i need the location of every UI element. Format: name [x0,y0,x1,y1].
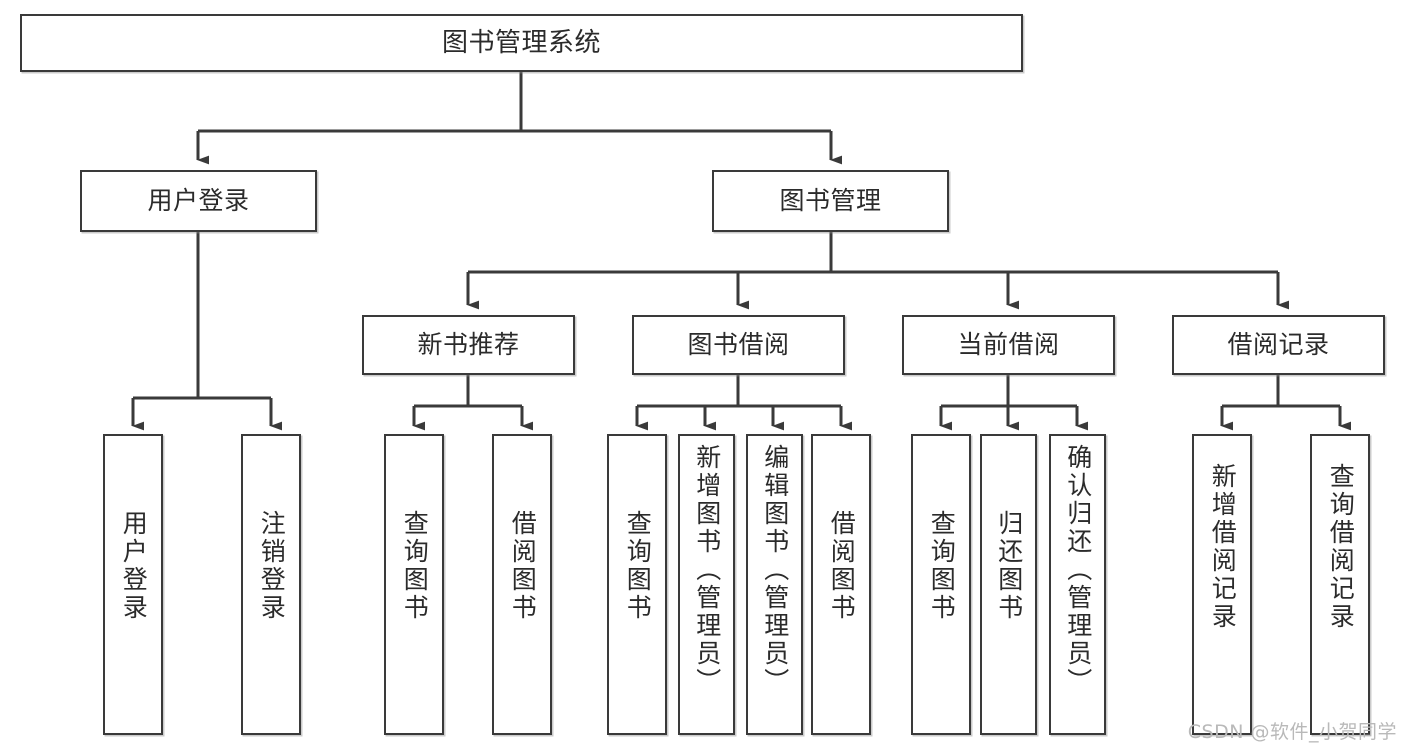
leaf-add-record[interactable]: 新增借阅记录 [1192,434,1252,735]
leaf-borrow-book-2[interactable]: 借阅图书 [811,434,871,735]
leaf-return-book[interactable]: 归还图书 [980,434,1037,735]
leaf-return-book-label: 归还图书 [994,510,1024,622]
node-book-management[interactable]: 图书管理 [712,170,949,232]
leaf-logout-label: 注销登录 [257,510,287,622]
leaf-user-login[interactable]: 用户登录 [103,434,163,735]
node-root-label: 图书管理系统 [441,27,601,58]
node-borrow-record[interactable]: 借阅记录 [1172,315,1385,375]
leaf-confirm-return[interactable]: 确认归还（管理员） [1049,434,1106,735]
leaf-query-book-1[interactable]: 查询图书 [384,434,444,735]
leaf-add-record-label: 新增借阅记录 [1208,463,1238,631]
leaf-user-login-label: 用户登录 [119,510,149,622]
node-current-borrow-label: 当前借阅 [957,330,1060,360]
leaf-add-book-label: 新增图书（管理员） [692,444,722,696]
node-root[interactable]: 图书管理系统 [20,14,1023,72]
node-book-borrow-label: 图书借阅 [687,330,790,360]
leaf-query-record-label: 查询借阅记录 [1326,463,1356,631]
watermark-text: CSDN @软件_小贺同学 [1187,721,1397,743]
leaf-query-book-1-label: 查询图书 [400,510,430,622]
node-current-borrow[interactable]: 当前借阅 [902,315,1115,375]
leaf-query-book-3-label: 查询图书 [927,510,957,622]
leaf-confirm-return-label: 确认归还（管理员） [1063,444,1093,696]
node-book-borrow[interactable]: 图书借阅 [632,315,845,375]
node-borrow-record-label: 借阅记录 [1227,330,1330,360]
node-user-login-label: 用户登录 [147,186,250,216]
node-book-management-label: 图书管理 [779,186,882,216]
leaf-query-book-2[interactable]: 查询图书 [607,434,667,735]
leaf-edit-book-label: 编辑图书（管理员） [760,444,790,696]
node-new-book-recommend[interactable]: 新书推荐 [362,315,575,375]
leaf-borrow-book-1-label: 借阅图书 [508,510,538,622]
leaf-logout[interactable]: 注销登录 [241,434,301,735]
node-new-book-recommend-label: 新书推荐 [417,330,520,360]
leaf-query-record[interactable]: 查询借阅记录 [1310,434,1370,735]
leaf-borrow-book-2-label: 借阅图书 [827,510,857,622]
leaf-edit-book[interactable]: 编辑图书（管理员） [746,434,803,735]
leaf-borrow-book-1[interactable]: 借阅图书 [492,434,552,735]
node-user-login[interactable]: 用户登录 [80,170,317,232]
leaf-query-book-2-label: 查询图书 [623,510,653,622]
leaf-add-book[interactable]: 新增图书（管理员） [678,434,735,735]
leaf-query-book-3[interactable]: 查询图书 [911,434,971,735]
